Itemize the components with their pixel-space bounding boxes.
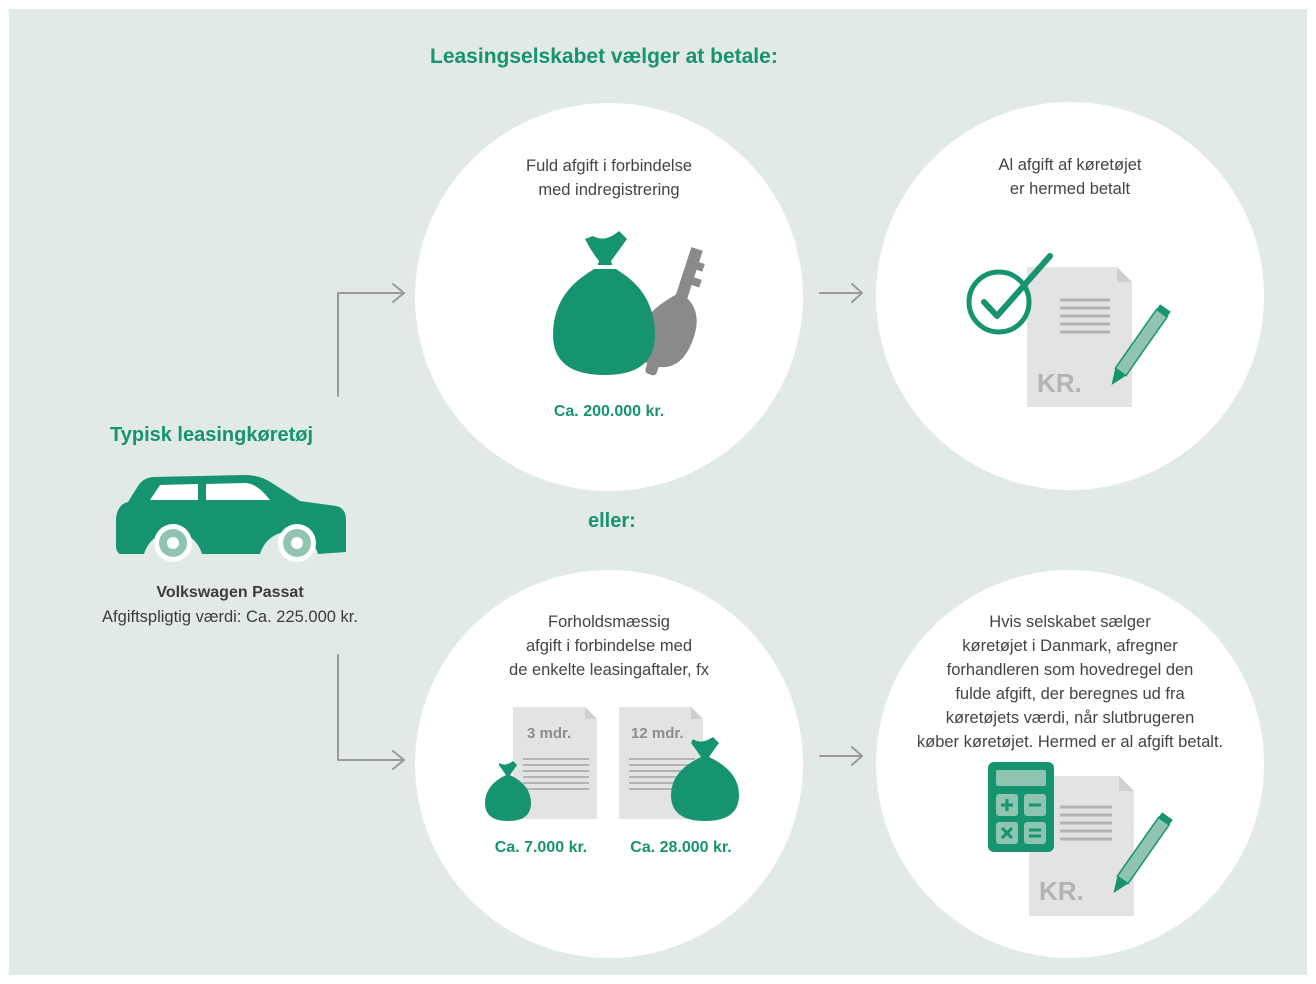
money-bag-with-key-icon [553,231,705,376]
option-full-text: Fuld afgift i forbindelse med indregistr… [525,157,692,199]
vehicle-heading: Typisk leasingkøretøj [110,424,314,446]
option-partial-text: Forholdsmæssig afgift i forbindelse med … [509,613,709,679]
calculator-document-icon: KR. [988,762,1173,916]
contracts-with-money-bags-icon: 3 mdr. 12 mdr. [485,707,739,821]
contract-1-period: 3 mdr. [527,725,571,742]
option-partial-circle: Forholdsmæssig afgift i forbindelse med … [415,570,803,958]
contract-2-period: 12 mdr. [631,725,684,742]
page-title: Leasingselskabet vælger at betale: [430,45,778,68]
vehicle-name: Volkswagen Passat [156,584,304,601]
option-full-circle: Fuld afgift i forbindelse med indregistr… [415,103,803,491]
result-partial-text: Hvis selskabet sælger køretøjet i Danmar… [916,613,1224,751]
option-full-amount: Ca. 200.000 kr. [553,403,665,420]
or-label: eller: [588,510,636,532]
approved-document-icon: KR. [966,253,1171,407]
result-full-circle: Al afgift af køretøjet er hermed betalt … [876,102,1264,490]
arrow-right-icon [819,746,863,766]
result-partial-doc-label: KR. [1039,876,1084,906]
result-full-text: Al afgift af køretøjet er hermed betalt [998,156,1142,198]
arrow-right-icon [819,283,863,303]
result-partial-circle: Hvis selskabet sælger køretøjet i Danmar… [876,570,1264,958]
result-full-doc-label: KR. [1037,368,1082,398]
contract-1-amount: Ca. 7.000 kr. [494,839,588,856]
contract-2-amount: Ca. 28.000 kr. [630,839,732,856]
vehicle-value: Afgiftspligtig værdi: Ca. 225.000 kr. [102,608,358,626]
car-icon [116,475,346,562]
